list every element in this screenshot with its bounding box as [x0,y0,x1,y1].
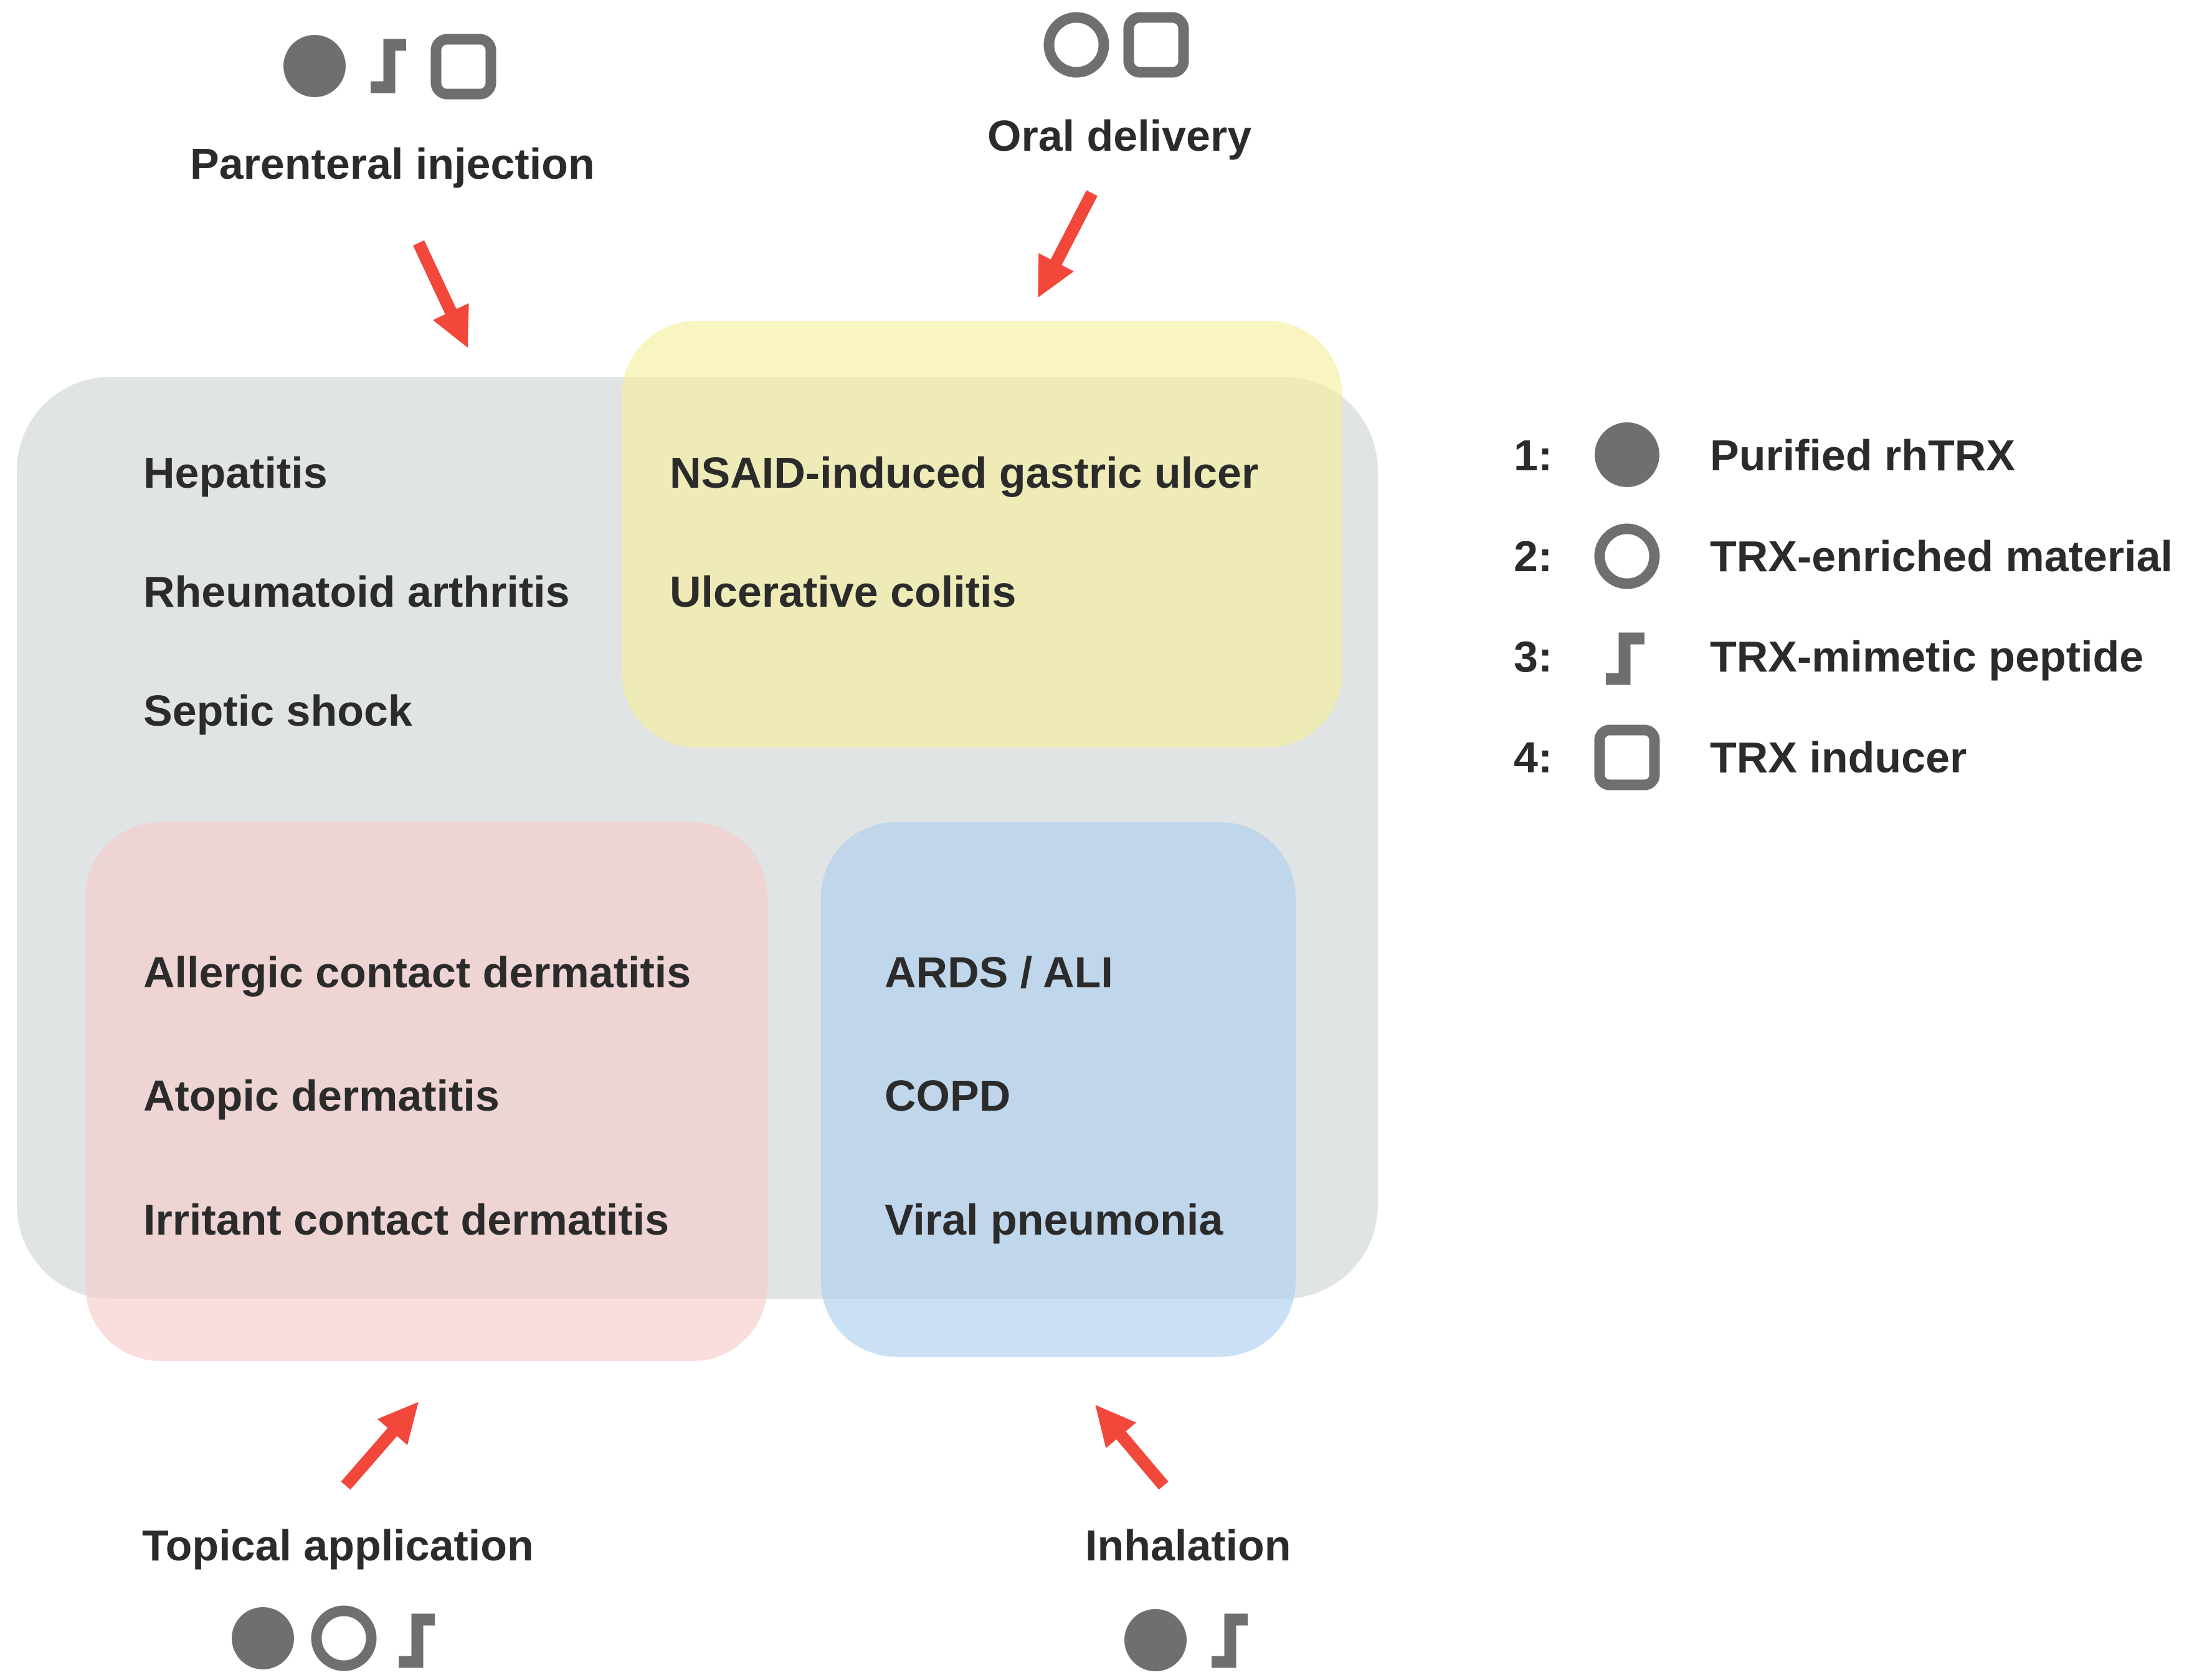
disease-label: Septic shock [143,686,412,735]
peptide-step-icon [1212,1613,1248,1668]
region-topical [85,822,767,1361]
route-label-inhalation: Inhalation [1085,1521,1291,1570]
open-circle-icon [311,1605,377,1671]
disease-label: Ulcerative colitis [670,567,1016,616]
legend-number: 3: [1514,632,1552,681]
legend-number: 2: [1514,532,1552,581]
peptide-step-icon [399,1613,435,1668]
open-square-icon [1594,724,1660,790]
filled-circle-icon [283,35,346,97]
region-oral [622,321,1342,747]
route-label-oral: Oral delivery [987,112,1251,160]
open-square-icon [430,34,496,100]
route-symbols-topical [232,1605,435,1671]
legend: 1: Purified rhTRX 2: TRX-enriched materi… [1514,422,2173,790]
open-circle-icon [1043,12,1109,78]
peptide-step-icon [1606,632,1644,685]
arrow-topical [341,1402,419,1490]
legend-label: TRX-mimetic peptide [1710,632,2143,681]
disease-label: COPD [885,1071,1010,1120]
route-label-topical: Topical application [142,1521,534,1570]
legend-item: 3: TRX-mimetic peptide [1514,632,2143,685]
arrow-inhalation [1095,1405,1169,1490]
region-inhalation [821,822,1296,1357]
disease-label: Atopic dermatitis [143,1071,500,1120]
legend-item: 1: Purified rhTRX [1514,422,2015,487]
open-square-icon [1123,12,1189,78]
legend-number: 1: [1514,431,1552,480]
filled-circle-icon [1595,422,1659,487]
legend-label: Purified rhTRX [1710,431,2015,480]
legend-label: TRX inducer [1710,733,1967,782]
disease-label: ARDS / ALI [885,948,1113,997]
arrow-oral [1038,190,1098,298]
filled-circle-icon [1124,1609,1187,1671]
route-symbols-parenteral [283,34,496,100]
legend-number: 4: [1514,733,1552,782]
disease-label: Hepatitis [143,448,328,497]
open-circle-icon [1594,523,1660,589]
arrow-parenteral [412,240,469,348]
route-symbols-inhalation [1124,1609,1248,1671]
filled-circle-icon [232,1607,294,1669]
disease-label: Viral pneumonia [885,1195,1223,1244]
legend-label: TRX-enriched material [1710,532,2173,581]
peptide-step-icon [371,39,406,93]
legend-item: 2: TRX-enriched material [1514,523,2173,589]
route-symbols-oral [1043,12,1189,78]
legend-item: 4: TRX inducer [1514,724,1967,790]
disease-label: Irritant contact dermatitis [143,1195,669,1244]
disease-label: Allergic contact dermatitis [143,948,691,997]
route-label-parenteral: Parenteral injection [190,140,595,188]
disease-label: Rheumatoid arthritis [143,567,570,616]
disease-label: NSAID-induced gastric ulcer [670,448,1258,497]
